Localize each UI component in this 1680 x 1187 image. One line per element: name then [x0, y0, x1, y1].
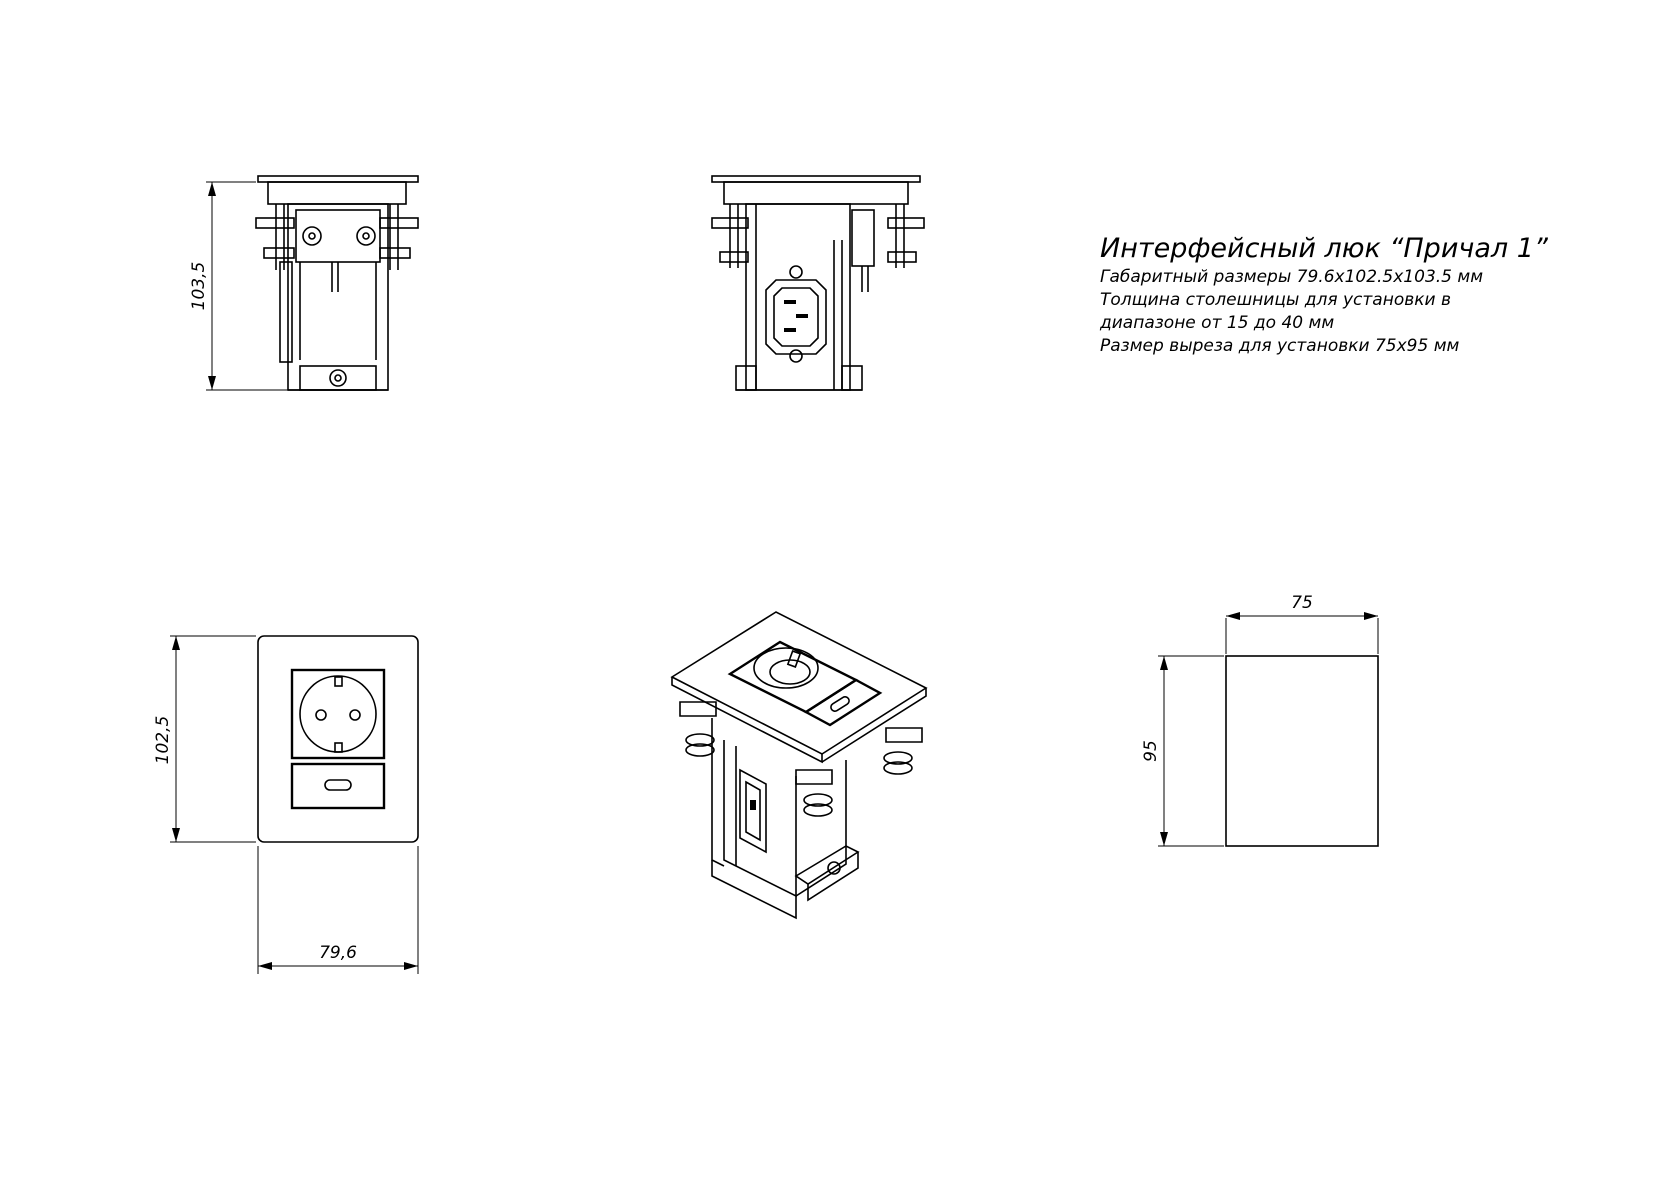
note-thickness: Толщина столешницы для установки в [1100, 290, 1451, 310]
top-view: 102,5 79,6 [153, 635, 419, 974]
drawing-title: Интерфейсный люк “Причал 1” [1100, 233, 1548, 264]
note-thickness-range: диапазоне от 15 до 40 мм [1100, 313, 1335, 333]
dim-cutout-width-label: 75 [1291, 593, 1313, 613]
note-dimensions: Габаритный размеры 79.6x102.5x103.5 мм [1100, 267, 1484, 287]
dim-front-width-label: 79,6 [319, 943, 357, 963]
front-inlet-view [711, 175, 925, 391]
drawing-notes: Интерфейсный люк “Причал 1” Габаритный р… [1100, 232, 1548, 358]
note-cutout: Размер выреза для установки 75x95 мм [1100, 336, 1460, 356]
dim-cutout-height-label: 95 [1141, 740, 1161, 762]
isometric-view [670, 611, 928, 920]
dim-front-height-label: 102,5 [153, 716, 173, 765]
dim-height-label: 103,5 [189, 262, 209, 311]
cutout-view: 75 95 [1141, 593, 1379, 847]
side-view: 103,5 [189, 175, 419, 391]
